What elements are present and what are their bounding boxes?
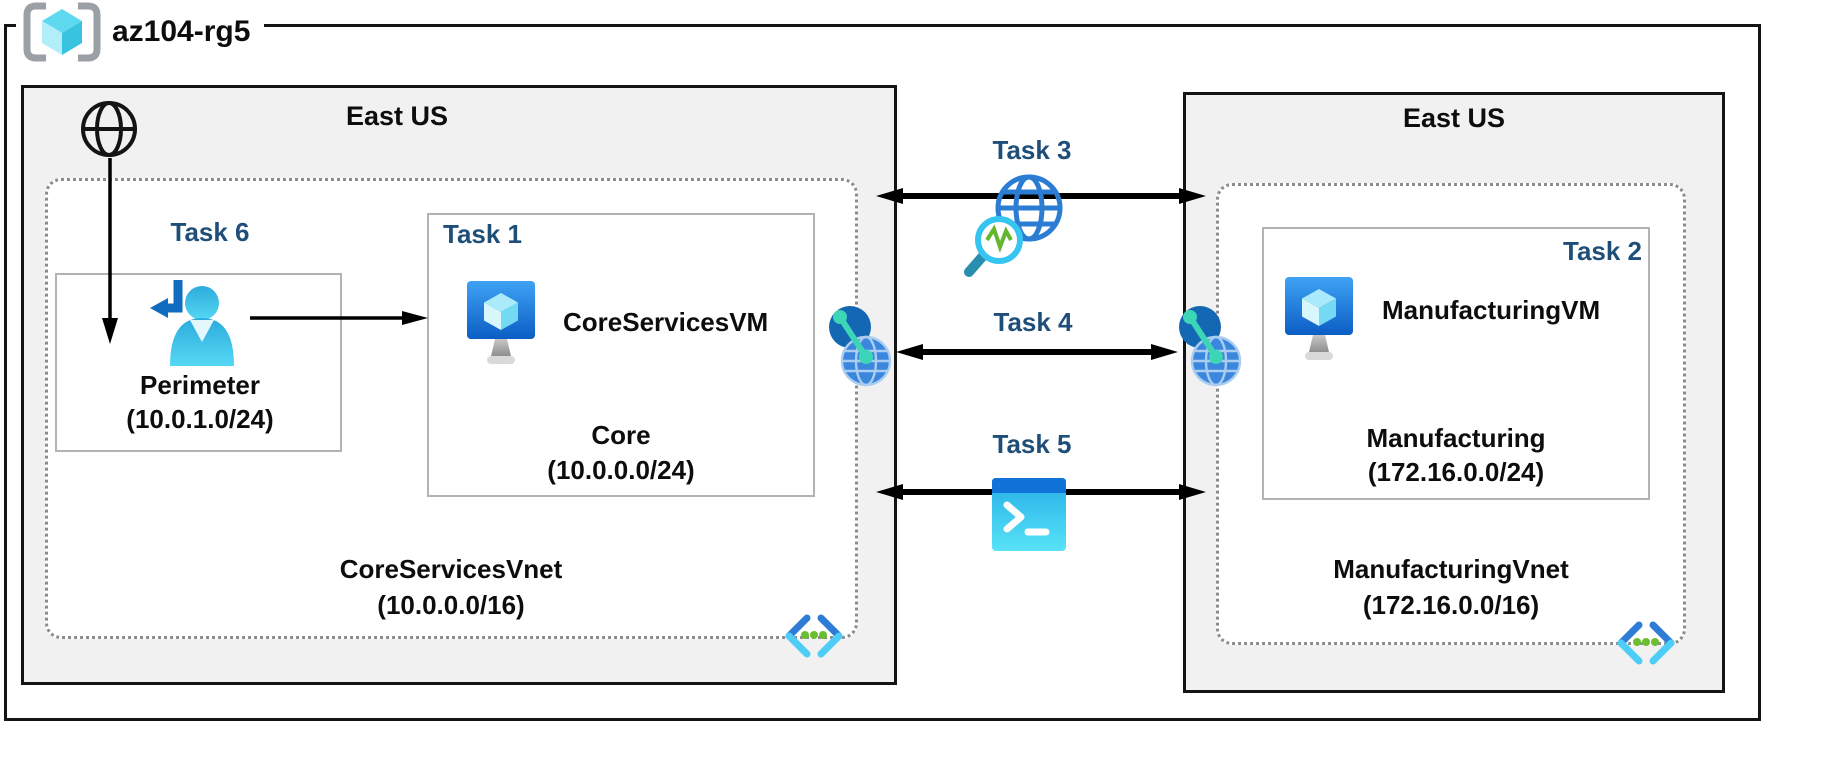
vnet-peering-icon [829,306,892,387]
task2-vm-name: ManufacturingVM [1382,295,1601,325]
task2-label: Task 2 [1563,236,1643,266]
internet-icon [81,101,137,157]
task6-label: Task 6 [170,217,250,247]
resource-group-icon [23,2,101,62]
core-vnet-name: CoreServicesVnet [339,554,563,584]
core-subnet-cidr: (10.0.0.0/24) [547,455,695,485]
perimeter-subnet-name: Perimeter [140,370,260,400]
right-region-label: East US [1402,103,1506,133]
manufacturing-subnet-name: Manufacturing [1366,423,1546,453]
left-region-label: East US [345,101,449,131]
task4-label: Task 4 [993,307,1073,337]
perimeter-to-vm-arrow [250,311,428,325]
page-title: az104-rg5 [112,15,251,48]
manufacturing-vnet-cidr: (172.16.0.0/16) [1362,590,1540,620]
virtual-network-icon [785,614,843,658]
vm-icon [1285,277,1353,360]
internet-to-perimeter-arrow [102,158,118,344]
resource-group-title: az104-rg5 [16,0,265,64]
perimeter-subnet-cidr: (10.0.1.0/24) [126,404,274,434]
cloud-shell-icon [992,478,1066,551]
task4-arrow [896,344,1178,360]
core-vnet-cidr: (10.0.0.0/16) [377,590,525,620]
virtual-network-icon [1617,621,1675,665]
task5-label: Task 5 [992,429,1072,459]
manufacturing-subnet-cidr: (172.16.0.0/24) [1367,457,1545,487]
vnet-peering-icon [1179,306,1242,387]
manufacturing-vnet-name: ManufacturingVnet [1333,554,1569,584]
task2-box [1262,227,1650,500]
network-watcher-icon [964,174,1063,277]
task1-label: Task 1 [443,219,523,249]
remote-user-icon [150,280,234,366]
core-subnet-name: Core [591,420,651,450]
vm-icon [467,281,535,364]
task3-label: Task 3 [992,135,1072,165]
task1-vm-name: CoreServicesVM [563,307,769,337]
